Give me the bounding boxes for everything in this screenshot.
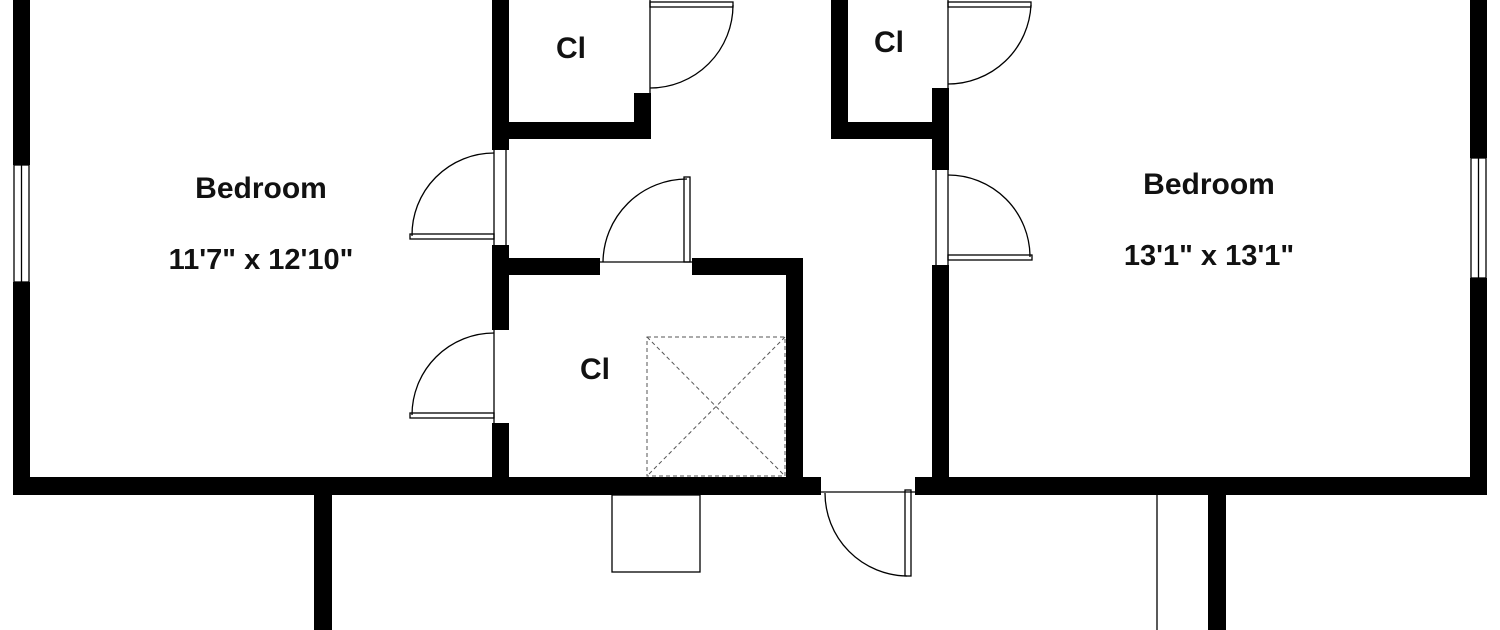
wall-closet-tr-bottom <box>831 122 949 139</box>
landing-box <box>611 494 701 573</box>
wall-closet-center-top-right <box>692 258 803 275</box>
wall-partition-left-a <box>492 0 509 150</box>
wall-lower-left <box>314 490 332 630</box>
wall-partition-left-c <box>492 423 509 483</box>
wall-partition-right-a <box>932 88 949 170</box>
walls <box>13 0 1487 630</box>
bedroom-left-dimensions: 11'7" x 12'10" <box>169 244 354 276</box>
wall-left-upper <box>13 0 30 165</box>
wall-partition-right-b <box>932 265 949 490</box>
wall-lower-right <box>1208 490 1226 630</box>
wall-bottom-left <box>13 477 821 495</box>
door-closet-top-left <box>649 0 734 93</box>
wall-left-lower <box>13 282 30 495</box>
fixtures <box>611 336 1158 630</box>
door-bedroom-right <box>935 170 1033 265</box>
windows <box>13 157 1487 283</box>
bedroom-right-dimensions: 13'1" x 13'1" <box>1124 240 1294 272</box>
door-bedroom-left <box>409 150 507 245</box>
door-closet-top-right <box>947 0 1032 88</box>
closet-label-top-left: Cl <box>556 32 586 65</box>
door-bedroom-left-closet <box>409 330 495 423</box>
attic-hatch <box>646 336 786 477</box>
closet-label-top-right: Cl <box>874 26 904 59</box>
wall-closet-center-top-left <box>492 258 600 275</box>
labels: Cl Cl Cl Bedroom 11'7" x 12'10" Bedroom … <box>169 26 1295 386</box>
bedroom-left-name: Bedroom <box>195 172 327 205</box>
wall-closet-center-right <box>786 258 803 488</box>
wall-bottom-right <box>915 477 1487 495</box>
door-hall <box>821 489 915 577</box>
closet-label-center: Cl <box>580 353 610 386</box>
wall-right-lower <box>1470 278 1487 495</box>
wall-right-upper <box>1470 0 1487 158</box>
doors <box>409 0 1033 577</box>
wall-closet-tl-bottom <box>492 122 650 139</box>
wall-partition-left-b <box>492 245 509 330</box>
wall-closet-tr-left <box>831 0 848 139</box>
door-closet-center <box>600 176 692 263</box>
wall-closet-tl-right <box>634 93 651 139</box>
bedroom-right-name: Bedroom <box>1143 168 1275 201</box>
